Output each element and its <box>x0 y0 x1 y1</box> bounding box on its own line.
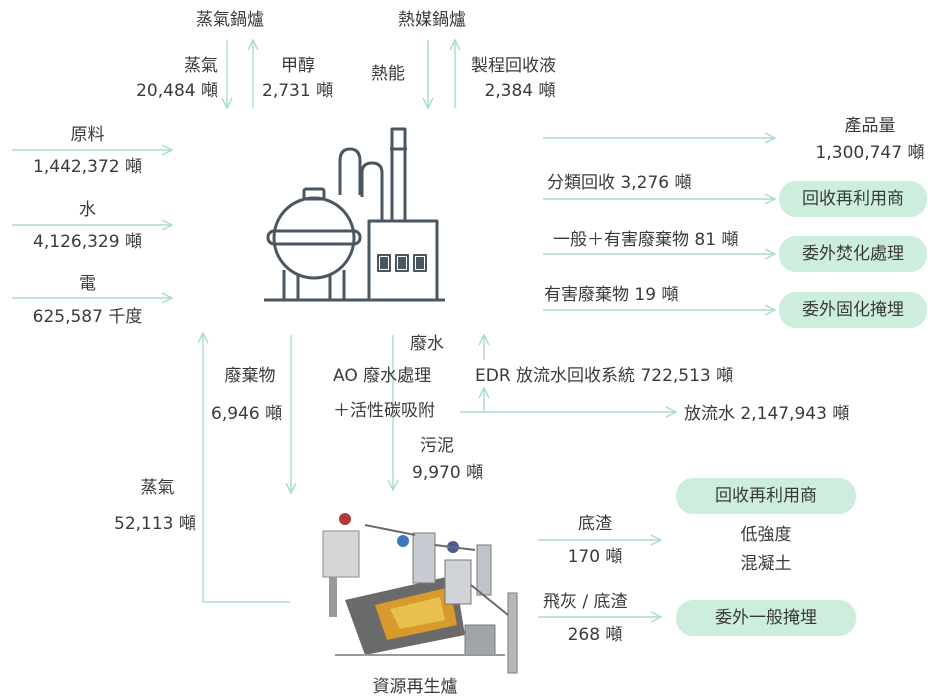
concrete-line2: 混凝土 <box>740 554 792 574</box>
sorted-recycle-label: 分類回收 3,276 噸 <box>547 173 692 193</box>
product-value: 1,300,747 噸 <box>815 143 925 163</box>
power-value: 625,587 千度 <box>32 307 143 327</box>
water-label: 水 <box>79 200 96 220</box>
pill-outsourced-incineration: 委外焚化處理 <box>779 236 927 272</box>
activated-carbon-label: ＋活性碳吸附 <box>333 401 435 421</box>
raw-material-value: 1,442,372 噸 <box>33 157 142 177</box>
bottom-ash-label: 底渣 <box>578 514 612 534</box>
waste-label: 廢棄物 <box>224 366 276 386</box>
sludge-label: 污泥 <box>420 436 454 456</box>
pill-recycle-vendor: 回收再利用商 <box>779 181 927 217</box>
steam-return-value: 52,113 噸 <box>114 514 196 534</box>
incinerator-label: 資源再生爐 <box>372 677 458 697</box>
pill-outsourced-solidification: 委外固化掩埋 <box>779 292 927 328</box>
heat-energy-label: 熱能 <box>371 64 405 84</box>
water-value: 4,126,329 噸 <box>33 232 142 252</box>
product-label: 產品量 <box>844 116 896 136</box>
process-recovery-value: 2,384 噸 <box>484 81 556 101</box>
steam-in-label: 蒸氣 <box>184 56 218 76</box>
waste-value: 6,946 噸 <box>211 404 283 424</box>
raw-material-label: 原料 <box>70 125 105 145</box>
steam-boiler-label: 蒸氣鍋爐 <box>196 10 264 30</box>
pill-outsourced-landfill: 委外一般掩埋 <box>676 600 856 636</box>
arrow-steam-return <box>203 333 290 603</box>
steam-return-label: 蒸氣 <box>140 478 175 498</box>
steam-in-value: 20,484 噸 <box>136 81 218 101</box>
power-label: 電 <box>79 274 96 294</box>
incinerator-illustration <box>305 505 530 675</box>
factory-icon <box>264 127 445 302</box>
sludge-value: 9,970 噸 <box>412 463 484 483</box>
methanol-value: 2,731 噸 <box>262 81 334 101</box>
wastewater-label: 廢水 <box>410 334 444 354</box>
bottom-ash-value: 170 噸 <box>567 547 623 567</box>
process-recovery-label: 製程回收液 <box>471 56 556 76</box>
concrete-line1: 低強度 <box>740 525 792 545</box>
ao-treatment-label: AO 廢水處理 <box>333 366 432 386</box>
pill-recycle-vendor-2: 回收再利用商 <box>676 478 856 514</box>
heat-boiler-label: 熱媒鍋爐 <box>398 10 466 30</box>
hazardous-label: 有害廢棄物 19 噸 <box>544 285 679 305</box>
edr-label: EDR 放流水回收系統 722,513 噸 <box>475 366 734 386</box>
discharge-label: 放流水 2,147,943 噸 <box>684 404 850 424</box>
fly-ash-label: 飛灰 / 底渣 <box>543 592 628 612</box>
methanol-label: 甲醇 <box>281 56 315 76</box>
general-hazardous-label: 一般＋有害廢棄物 81 噸 <box>553 230 739 250</box>
fly-ash-value: 268 噸 <box>567 625 623 645</box>
